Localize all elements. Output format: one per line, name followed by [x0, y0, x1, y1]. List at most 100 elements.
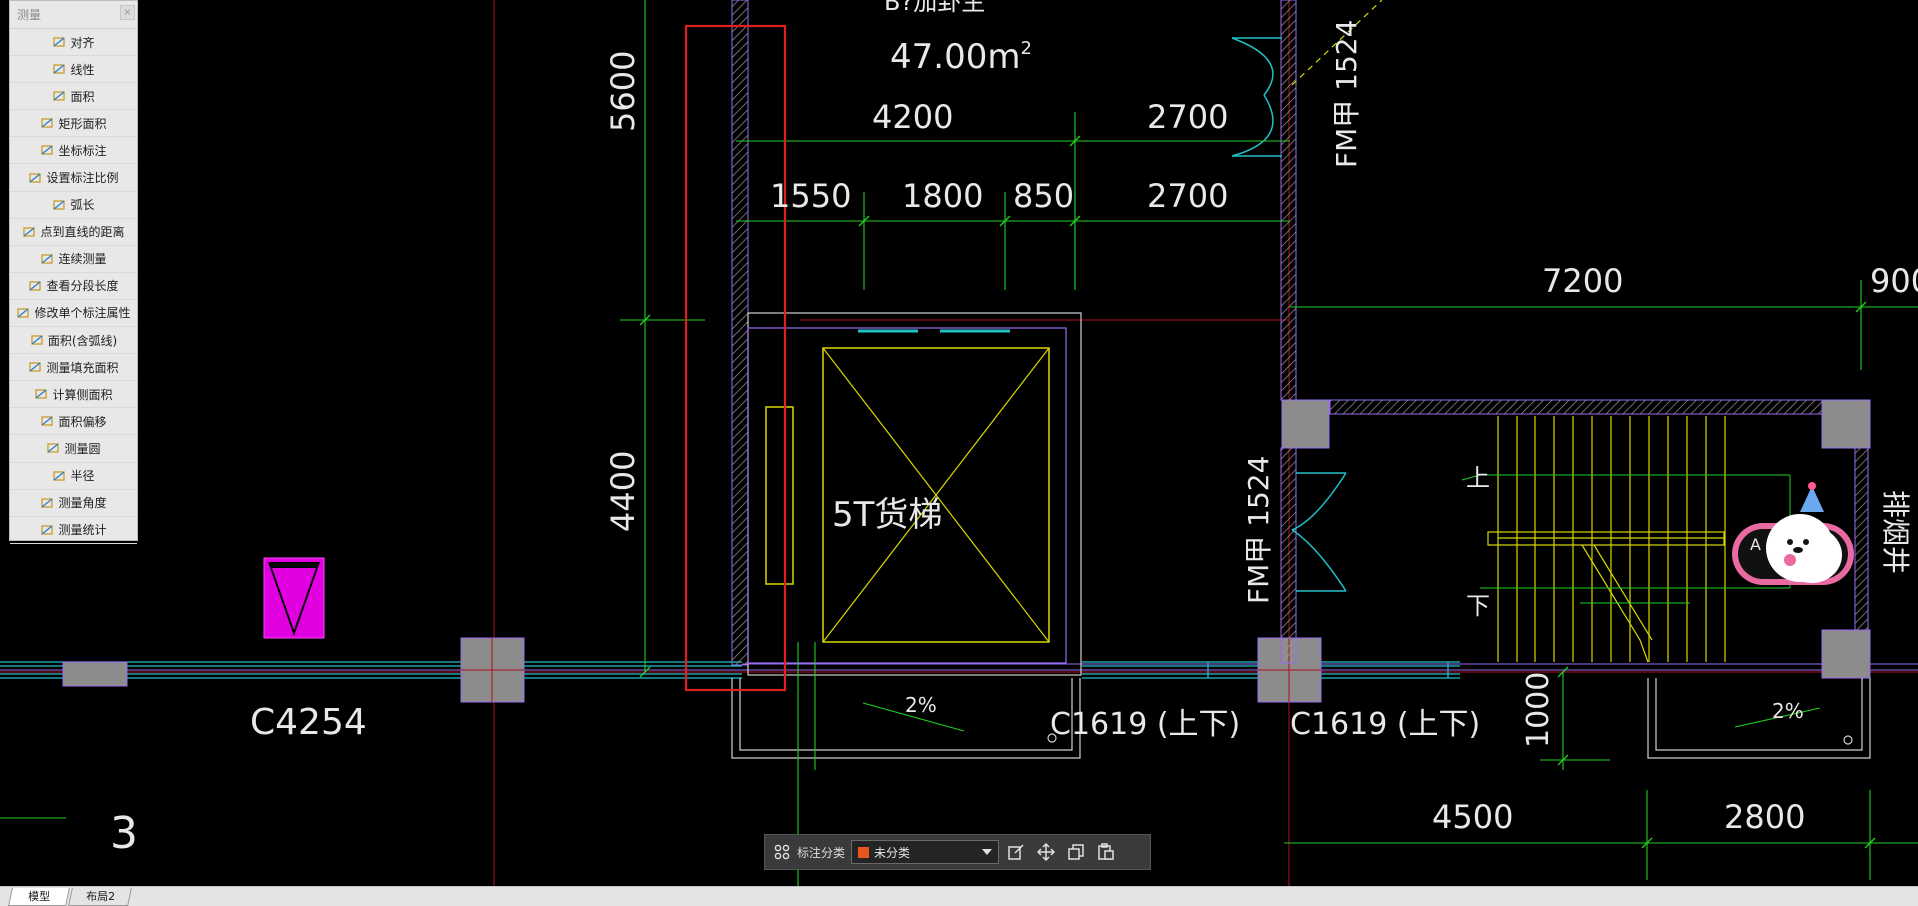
measure-tool-label: 对齐	[70, 35, 95, 50]
measure-tool-6[interactable]: 设置标注比例	[10, 164, 137, 192]
angle-icon	[40, 496, 54, 510]
dim-label-1550: 1550	[770, 177, 851, 215]
edit-icon[interactable]	[1003, 839, 1029, 865]
measure-tool-3[interactable]: 面积	[10, 83, 137, 111]
measure-tool-2[interactable]: 线性	[10, 56, 137, 84]
measure-tool-15[interactable]: 面积偏移	[10, 408, 137, 436]
dim-label-4500: 4500	[1432, 798, 1513, 836]
insertion-marker-icon[interactable]	[263, 557, 325, 639]
slope-label-left: 2%	[905, 693, 937, 717]
measure-tool-13[interactable]: 测量填充面积	[10, 354, 137, 382]
hatch-area-icon	[28, 360, 42, 374]
tab-model[interactable]: 模型	[8, 888, 70, 906]
chevron-down-icon[interactable]	[982, 849, 993, 855]
measure-tool-label: 面积偏移	[58, 414, 107, 429]
annotation-category-select[interactable]: 未分类	[851, 840, 1000, 864]
rect-area-icon	[40, 116, 54, 130]
dim-label-5600: 5600	[604, 51, 642, 132]
arc-area-icon	[30, 333, 44, 347]
measure-tool-label: 测量圆	[64, 441, 101, 456]
measure-tool-label: 测量角度	[58, 496, 107, 511]
measure-tool-label: 测量统计	[58, 523, 107, 538]
align-dimension-icon	[52, 35, 66, 49]
stair	[1487, 416, 1726, 663]
measure-tool-label: 测量填充面积	[46, 360, 119, 375]
measure-tool-11[interactable]: 修改单个标注属性	[10, 300, 137, 328]
statistics-icon	[40, 523, 54, 537]
annotation-toolbar: 标注分类 未分类	[764, 834, 1151, 870]
door-label-fm-upper: FM甲 1524	[1330, 20, 1363, 168]
measure-tool-1[interactable]: 对齐	[10, 29, 137, 57]
axis-number: 3	[110, 808, 138, 859]
stair-down-label: 下	[1466, 592, 1490, 620]
measure-tool-10[interactable]: 查看分段长度	[10, 273, 137, 300]
tab-model-label: 模型	[28, 890, 51, 903]
mascot-assistant-widget[interactable]: A	[1732, 482, 1854, 585]
room-area-value: 47.00m	[890, 37, 1020, 77]
move-icon[interactable]	[1033, 839, 1059, 865]
measure-tool-16[interactable]: 测量圆	[10, 435, 137, 463]
scale-icon	[28, 171, 42, 185]
measure-tool-17[interactable]: 半径	[10, 463, 137, 490]
area-icon	[52, 89, 66, 103]
point-line-distance-icon	[22, 225, 36, 239]
stair-up-label: 上	[1466, 464, 1490, 492]
coordinate-icon	[40, 143, 54, 157]
copy-icon[interactable]	[1063, 839, 1089, 865]
window-label-c1619-right: C1619 (上下)	[1290, 707, 1480, 742]
slope-label-right: 2%	[1772, 699, 1804, 723]
door-label-fm-lower: FM甲 1524	[1242, 456, 1275, 604]
measure-tool-14[interactable]: 计算侧面积	[10, 381, 137, 409]
grid-menu-icon[interactable]	[769, 839, 795, 865]
dim-label-2700-top: 2700	[1147, 98, 1228, 136]
measure-tool-12[interactable]: 面积(含弧线)	[10, 327, 137, 355]
linear-dimension-icon	[52, 62, 66, 76]
dim-label-1800: 1800	[902, 177, 983, 215]
measure-tool-label: 计算侧面积	[52, 387, 113, 402]
smoke-shaft-label: 排烟井	[1879, 490, 1912, 574]
hatched-walls	[731, 0, 1869, 666]
measure-tool-label: 弧长	[70, 198, 95, 213]
circle-measure-icon	[46, 441, 60, 455]
dim-label-2700: 2700	[1147, 177, 1228, 215]
measure-tool-19[interactable]: 测量统计	[10, 517, 137, 544]
measure-tool-7[interactable]: 弧长	[10, 192, 137, 219]
columns	[460, 399, 1871, 703]
dim-label-7200: 7200	[1542, 262, 1623, 300]
continuous-measure-icon	[40, 252, 54, 266]
measure-tool-label: 线性	[70, 62, 95, 77]
dimension-ticks	[639, 135, 1876, 849]
measure-panel-header[interactable]: 测量 ×	[10, 1, 137, 29]
measure-tool-label: 半径	[70, 469, 95, 484]
door-swings	[1231, 37, 1347, 592]
mascot-badge-label: A	[1750, 535, 1761, 554]
edit-dimension-icon	[16, 306, 30, 320]
selection-rectangle[interactable]	[684, 24, 787, 692]
measure-tool-4[interactable]: 矩形面积	[10, 110, 137, 138]
elevator-shaft	[747, 312, 1082, 676]
measure-tool-label: 查看分段长度	[46, 279, 119, 294]
paste-icon[interactable]	[1093, 839, 1119, 865]
arc-length-icon	[52, 198, 66, 212]
elevator-label: 5T货梯	[832, 495, 942, 535]
measure-tool-18[interactable]: 测量角度	[10, 490, 137, 517]
measure-tool-9[interactable]: 连续测量	[10, 246, 137, 273]
tab-layout2-label: 布局2	[85, 890, 115, 903]
dim-label-2800: 2800	[1724, 798, 1805, 836]
room-name-partial: B?加卦生	[884, 0, 985, 16]
segment-length-icon	[28, 279, 42, 293]
dim-label-900: 900	[1870, 262, 1918, 300]
close-icon[interactable]: ×	[120, 5, 135, 20]
measure-tool-label: 修改单个标注属性	[34, 306, 131, 321]
measure-tool-8[interactable]: 点到直线的距离	[10, 219, 137, 246]
measure-panel-title: 测量	[17, 8, 42, 22]
window-label-c4254: C4254	[250, 702, 367, 743]
tab-layout2[interactable]: 布局2	[68, 888, 132, 906]
measure-panel: 测量 × 对齐线性面积矩形面积坐标标注设置标注比例弧长点到直线的距离连续测量查看…	[9, 0, 138, 544]
measure-tool-label: 面积(含弧线)	[47, 333, 118, 348]
measure-tool-5[interactable]: 坐标标注	[10, 137, 137, 165]
layout-tab-bar: 模型 布局2	[0, 886, 1918, 906]
annotation-category-label: 标注分类	[797, 845, 846, 860]
